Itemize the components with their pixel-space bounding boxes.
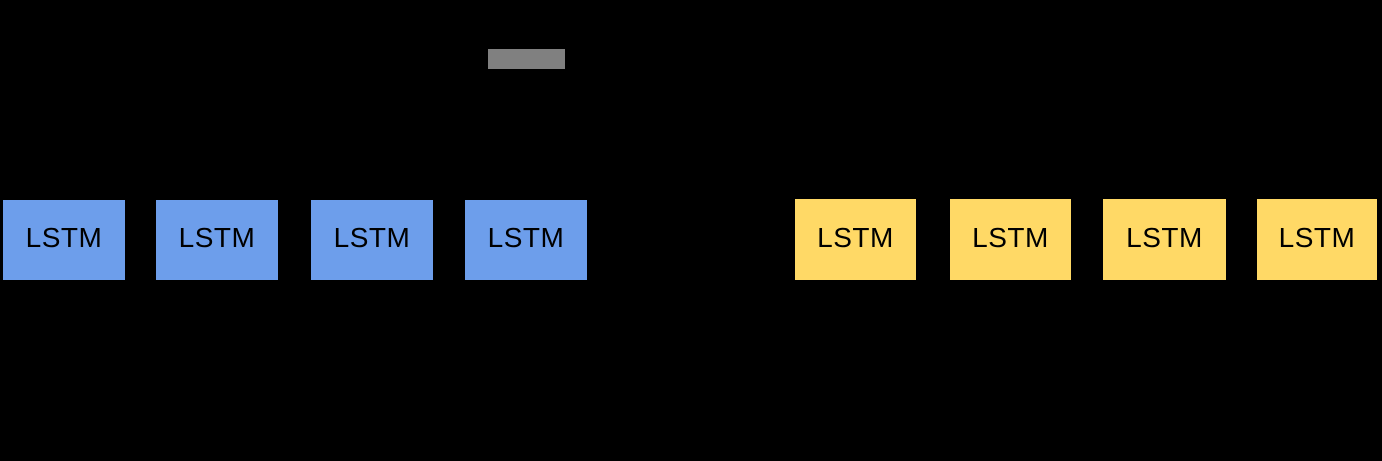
encoder-lstm-label-1: LSTM (25, 222, 103, 253)
decoder-lstm-label-2: LSTM (972, 221, 1049, 253)
encoder-lstm-box-4: LSTM (465, 200, 587, 280)
decoder-lstm-label-4: LSTM (1278, 221, 1356, 253)
encoder-lstm-box-1: LSTM (3, 200, 125, 280)
encoder-lstm-label-3: LSTM (333, 222, 411, 253)
encoder-lstm-label-2: LSTM (178, 222, 256, 253)
context-state-bar (488, 49, 565, 69)
encoder-lstm-label-4: LSTM (487, 222, 565, 253)
decoder-lstm-label-3: LSTM (1126, 221, 1203, 253)
decoder-lstm-label-1: LSTM (817, 221, 894, 253)
decoder-lstm-box-4: LSTM (1257, 199, 1377, 280)
decoder-lstm-box-3: LSTM (1103, 199, 1226, 280)
encoder-lstm-box-3: LSTM (311, 200, 433, 280)
decoder-lstm-box-2: LSTM (950, 199, 1071, 280)
encoder-lstm-box-2: LSTM (156, 200, 278, 280)
decoder-lstm-box-1: LSTM (795, 199, 916, 280)
